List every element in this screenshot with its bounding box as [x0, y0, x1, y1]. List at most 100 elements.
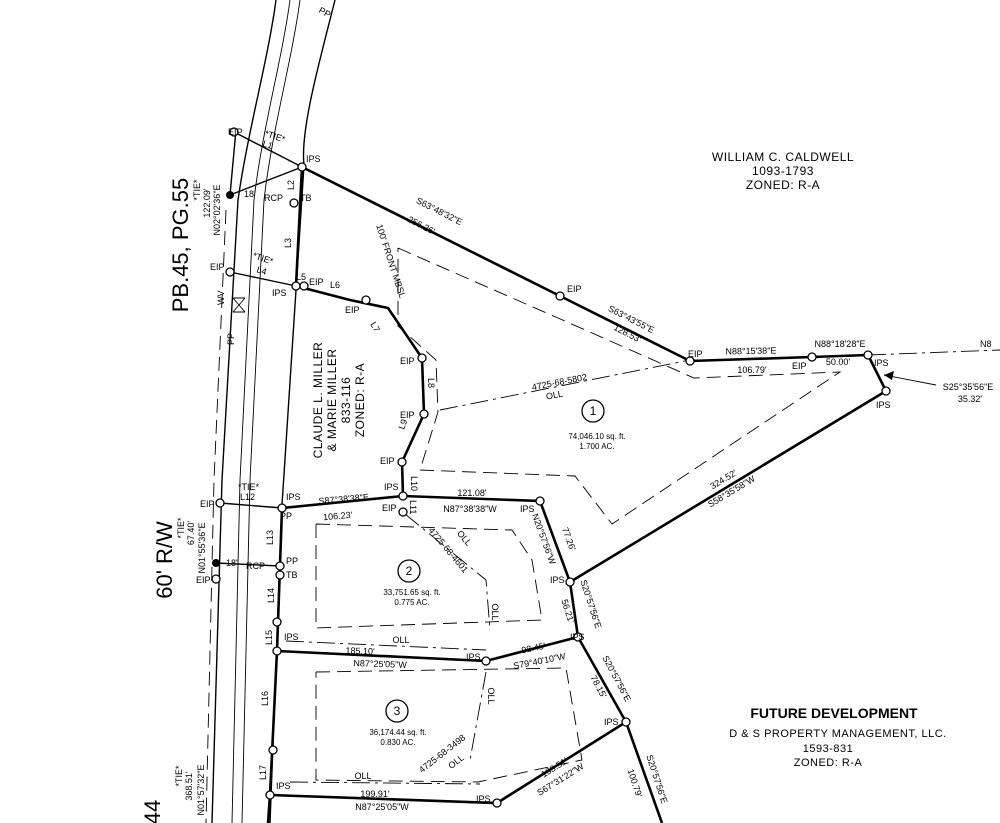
bearing-lot1-south-west: S87°38'38"E: [318, 492, 369, 506]
tie-distance-18-lower: 18': [226, 558, 238, 568]
pin-ips: [272, 646, 282, 656]
caldwell-zoned: ZONED: R-A: [746, 178, 820, 192]
miller-zoned: ZONED: R-A: [353, 363, 367, 437]
tie-3-bearing: N01°57'32"E: [196, 764, 206, 815]
lot3-oll-line: [469, 671, 487, 761]
pin-ips: [621, 717, 631, 727]
line-label-l12: L12: [240, 492, 255, 502]
ips-label: IPS: [466, 652, 481, 662]
line-labels: L1 L2 L3 L4 L5 L6 L7 L8 L9 L10 L11 L12 L…: [240, 138, 436, 780]
eip-label: EIP: [200, 499, 215, 509]
pp-label-road: PP: [226, 333, 236, 345]
ips-label: IPS: [384, 482, 399, 492]
lot2-number-circle: [397, 559, 421, 583]
pin-ips: [291, 281, 301, 291]
pin-ips: [565, 577, 575, 587]
pin-eip: [299, 281, 309, 291]
eip-label: EIP: [345, 305, 360, 315]
pin-eip: [685, 356, 695, 366]
line-label-l13: L13: [265, 530, 275, 545]
line-label-l8: L8: [426, 378, 436, 388]
eip-label: EIP: [382, 503, 397, 513]
lot3-number: 3: [394, 704, 401, 718]
line-label-l10: L10: [409, 476, 419, 491]
ips-label: IPS: [476, 794, 491, 804]
pin-eip: [211, 574, 221, 584]
rcp-label: RCP: [264, 193, 283, 203]
future-owner-name: D & S PROPERTY MANAGEMENT, LLC.: [729, 728, 946, 740]
ips-label: IPS: [286, 492, 301, 502]
pin-eip: [807, 352, 817, 362]
pin-ips: [492, 798, 502, 808]
lot2-oll-line: [404, 513, 491, 631]
line-label-l14: L14: [266, 588, 276, 603]
tie-line-1: [229, 166, 303, 196]
pin-solid: [226, 191, 234, 199]
lot2-east-oll: OLL: [490, 603, 500, 620]
ips-label: IPS: [306, 154, 321, 164]
pp-label: PP: [286, 556, 298, 566]
lot1-oll-line: [439, 359, 691, 411]
distance-north-4: 50.00': [826, 357, 851, 367]
road-edge-1: [231, 0, 291, 823]
tie-1-bearing: N02°02'36"E: [212, 184, 222, 235]
line-label-l11: L11: [408, 500, 418, 514]
ips-label: IPS: [276, 781, 291, 791]
lot2-number: 2: [406, 564, 413, 578]
east-boundary: [568, 581, 664, 823]
pin-ips: [265, 790, 275, 800]
line-label-l16: L16: [260, 691, 270, 706]
pin-eip: [419, 409, 429, 419]
tie-line-3: [219, 502, 283, 509]
distance-lot2-north-east: 77.26': [560, 526, 578, 552]
tb-label: TB: [300, 193, 312, 203]
road-dashed-line: [205, 209, 227, 823]
lot3-south-oll: [289, 781, 481, 785]
pin-pp: [275, 561, 285, 571]
line-label-l2: L2: [286, 180, 296, 190]
road-bottom-label: 44: [140, 800, 165, 823]
bearing-east-leg: S25°35'56"E: [943, 382, 994, 392]
tie-2-bearing: N01°55'36"E: [197, 522, 207, 573]
lot2-sqft: 33,751.65 sq. ft.: [383, 588, 440, 597]
lot2-south-oll-label: OLL: [392, 635, 409, 645]
bearing-north-4: N88°18'28"E: [814, 339, 865, 349]
eip-label: EIP: [228, 127, 243, 137]
water-valve-icon: [232, 297, 246, 313]
future-zoned: ZONED: R-A: [794, 757, 863, 769]
pin-eip: [225, 267, 235, 277]
tie-label-l4: *TIE*: [251, 250, 275, 266]
lot1-number: 1: [590, 404, 597, 418]
ne-clipped-label: N8: [980, 339, 992, 349]
caldwell-name: WILLIAM C. CALDWELL: [712, 150, 854, 164]
pin-tb: [289, 198, 299, 208]
pin: [272, 617, 282, 627]
tie-distance-18-upper: 18': [244, 189, 256, 199]
plat-reference: PB.45, PG.55: [168, 178, 193, 313]
rcp-label: RCP: [246, 561, 265, 571]
line-label-l6: L6: [330, 280, 340, 290]
lot3-south-oll-label: OLL: [354, 771, 371, 781]
eip-label: EIP: [309, 277, 324, 287]
lot1-sqft: 74,046.10 sq. ft.: [568, 432, 625, 441]
pin-ips: [481, 656, 491, 666]
line-label-l17: L17: [258, 765, 268, 780]
ips-label: IPS: [550, 575, 565, 585]
eip-label: EIP: [196, 575, 211, 585]
miller-name1: CLAUDE L. MILLER: [311, 342, 325, 459]
ips-label: IPS: [520, 504, 535, 514]
pin-eip: [215, 498, 225, 508]
ips-label: IPS: [570, 632, 585, 642]
tie-label-l12: *TIE*: [238, 482, 260, 492]
ips-label: IPS: [284, 632, 299, 642]
pin: [268, 745, 278, 755]
pin-ips: [277, 503, 287, 513]
marker-labels: IPS TB RCP IPS EIP EIP EIP EIP EIP EIP I…: [196, 127, 992, 804]
eip-label: EIP: [400, 356, 415, 366]
lot2-south-oll: [285, 640, 487, 651]
pin-tb: [275, 570, 285, 580]
right-of-way-width: 60' R/W: [152, 521, 177, 599]
pin-ips: [573, 632, 583, 642]
lot2-oll: OLL: [455, 528, 474, 547]
